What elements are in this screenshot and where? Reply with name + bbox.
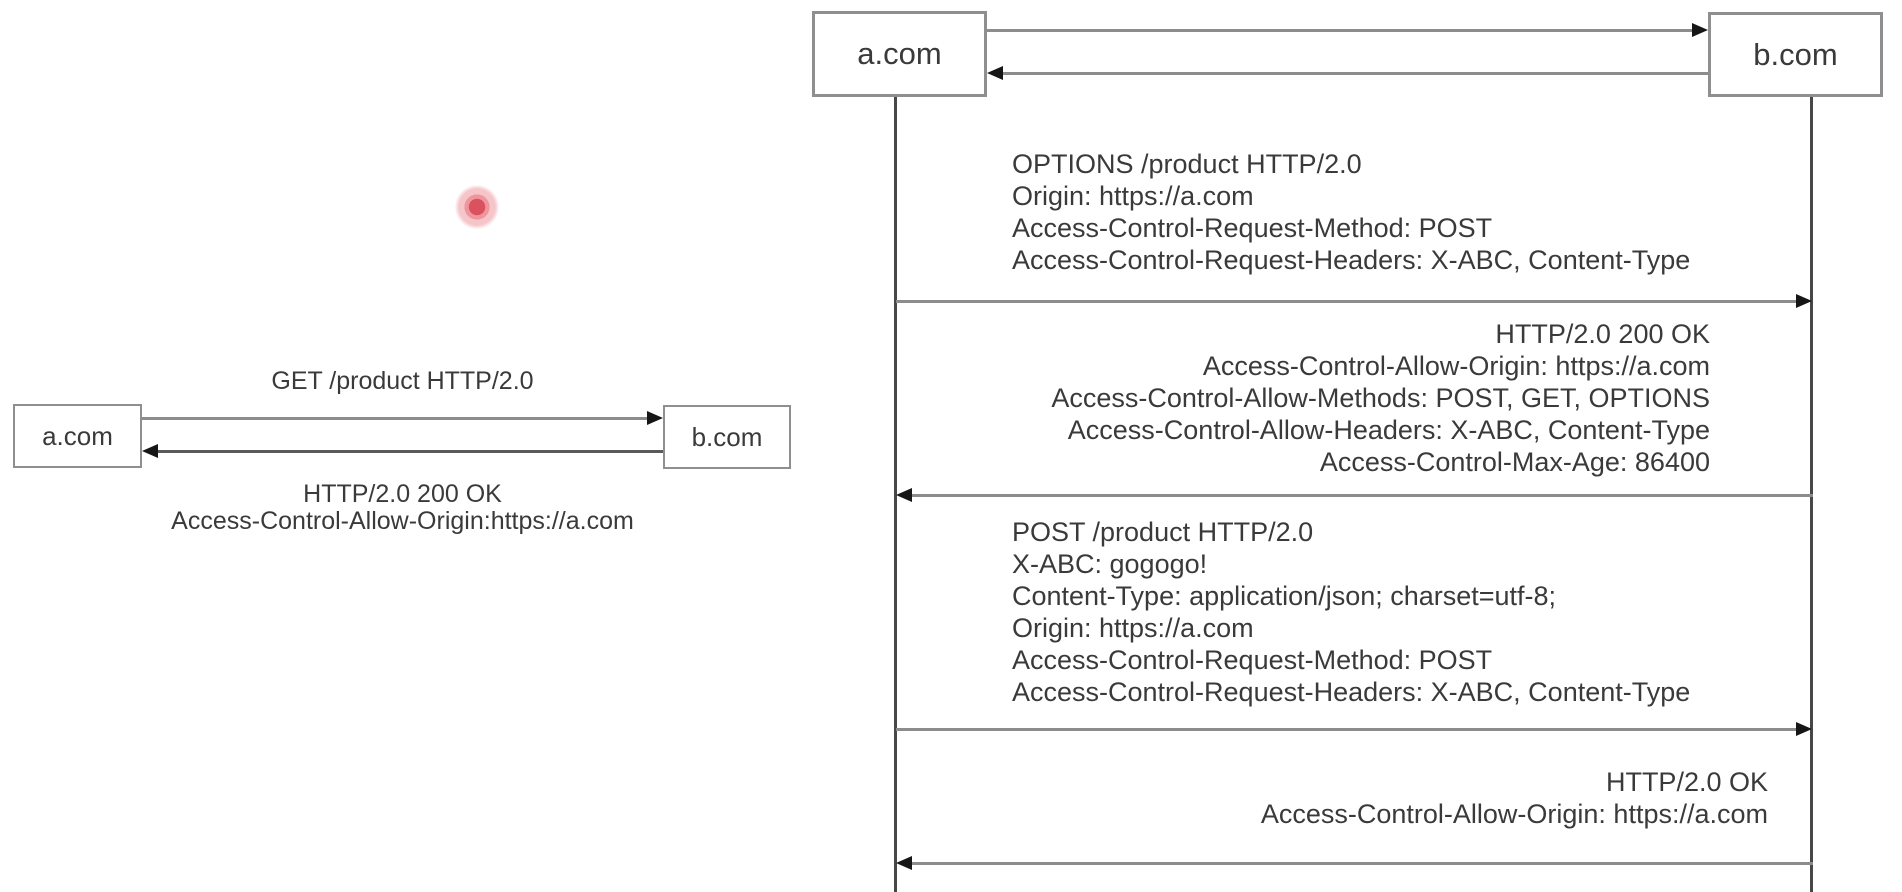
simple-actor-a-box: a.com (13, 404, 142, 468)
message-line: HTTP/2.0 200 OK (303, 480, 502, 508)
preflight-request-text: OPTIONS /product HTTP/2.0 Origin: https:… (1012, 148, 1690, 276)
preflight-request-arrow (896, 300, 1798, 303)
main-response-arrow (912, 862, 1813, 865)
arrowhead-left-icon (896, 856, 912, 870)
arrowhead-right-icon (647, 411, 663, 425)
message-line: Access-Control-Allow-Headers: X-ABC, Con… (1067, 415, 1710, 445)
message-line: Content-Type: application/json; charset=… (1012, 581, 1557, 611)
simple-response-arrow (158, 450, 663, 453)
message-line: Access-Control-Request-Headers: X-ABC, C… (1012, 677, 1691, 707)
message-line: Access-Control-Max-Age: 86400 (1319, 447, 1710, 477)
main-request-text: POST /product HTTP/2.0 X-ABC: gogogo! Co… (1012, 516, 1690, 708)
message-line: Access-Control-Allow-Origin: https://a.c… (1202, 351, 1710, 381)
arrowhead-right-icon (1796, 722, 1812, 736)
top-response-arrow (1003, 72, 1708, 75)
arrowhead-left-icon (987, 66, 1003, 80)
simple-request-arrow (142, 417, 649, 420)
message-line: X-ABC: gogogo! (1012, 549, 1208, 579)
message-line: HTTP/2.0 200 OK (1495, 319, 1710, 349)
message-line: Access-Control-Request-Method: POST (1012, 213, 1493, 243)
simple-actor-a-label: a.com (42, 420, 113, 451)
preflight-actor-a-box: a.com (812, 11, 987, 97)
actor-a-lifeline (894, 97, 897, 892)
simple-actor-b-label: b.com (691, 421, 763, 452)
main-request-arrow (896, 728, 1798, 731)
message-line: Access-Control-Allow-Origin:https://a.co… (171, 507, 634, 535)
simple-response-text: HTTP/2.0 200 OK Access-Control-Allow-Ori… (110, 481, 695, 535)
arrowhead-right-icon (1692, 23, 1708, 37)
preflight-response-arrow (912, 494, 1813, 497)
message-line: Access-Control-Request-Method: POST (1012, 645, 1493, 675)
simple-request-label: GET /product HTTP/2.0 (271, 367, 534, 395)
top-request-arrow (987, 29, 1694, 32)
message-line: Access-Control-Allow-Methods: POST, GET,… (1051, 383, 1710, 413)
laser-pointer-dot (455, 185, 499, 229)
message-line: Access-Control-Allow-Origin: https://a.c… (1260, 799, 1768, 829)
message-line: OPTIONS /product HTTP/2.0 (1012, 149, 1362, 179)
preflight-response-text: HTTP/2.0 200 OK Access-Control-Allow-Ori… (896, 318, 1710, 478)
arrowhead-right-icon (1796, 294, 1812, 308)
simple-actor-b-box: b.com (663, 405, 791, 469)
message-line: HTTP/2.0 OK (1605, 767, 1768, 797)
preflight-actor-b-label: b.com (1753, 36, 1838, 72)
arrowhead-left-icon (142, 444, 158, 458)
preflight-actor-a-label: a.com (857, 36, 942, 71)
main-response-text: HTTP/2.0 OK Access-Control-Allow-Origin:… (896, 766, 1768, 830)
message-line: POST /product HTTP/2.0 (1012, 517, 1314, 547)
message-line: Access-Control-Request-Headers: X-ABC, C… (1012, 245, 1691, 275)
arrowhead-left-icon (896, 488, 912, 502)
preflight-actor-b-box: b.com (1708, 12, 1883, 97)
message-line: Origin: https://a.com (1012, 613, 1254, 643)
message-line: Origin: https://a.com (1012, 181, 1254, 211)
